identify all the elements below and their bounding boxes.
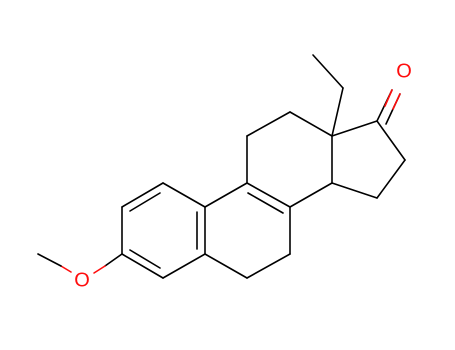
- bond-c1-c2: [121, 182, 164, 208]
- bond-c15-c14: [331, 182, 378, 199]
- bond-c3-o: [104, 253, 123, 267]
- bond-c9-c8: [246, 182, 291, 208]
- bond-c7-c6: [246, 253, 291, 279]
- bond-c3-c4-inner: [129, 249, 161, 269]
- bond-c17-c16: [376, 120, 406, 161]
- bond-o-ch3: [37, 253, 62, 267]
- bond-ethyl-ch2-ch3: [312, 54, 344, 89]
- bond-c4-c5: [162, 253, 206, 279]
- bond-c6-c5: [204, 253, 248, 279]
- bond-c13-ethyl-ch2: [331, 87, 344, 137]
- bond-c11-c12: [246, 111, 291, 137]
- bond-carbonyl-1-red: [384, 89, 393, 107]
- bond-c10-c9: [204, 182, 248, 208]
- bond-c13-c17: [331, 120, 378, 137]
- methoxy-oxygen-label: O: [74, 269, 90, 291]
- bond-c10-c1: [162, 182, 206, 208]
- bond-c14-c8: [289, 182, 333, 208]
- carbonyl-oxygen-label: O: [396, 60, 412, 82]
- bond-c3-c4: [121, 253, 164, 279]
- bond-c3-o-red: [93, 265, 106, 274]
- bond-c16-c15: [376, 159, 406, 199]
- bond-carbonyl-2-red: [392, 93, 401, 110]
- bond-o-ch3-red: [60, 265, 72, 273]
- bond-c1-c2-inner: [129, 192, 161, 212]
- bond-c12-c13: [289, 111, 333, 137]
- bond-c9-c8-double: [247, 192, 284, 214]
